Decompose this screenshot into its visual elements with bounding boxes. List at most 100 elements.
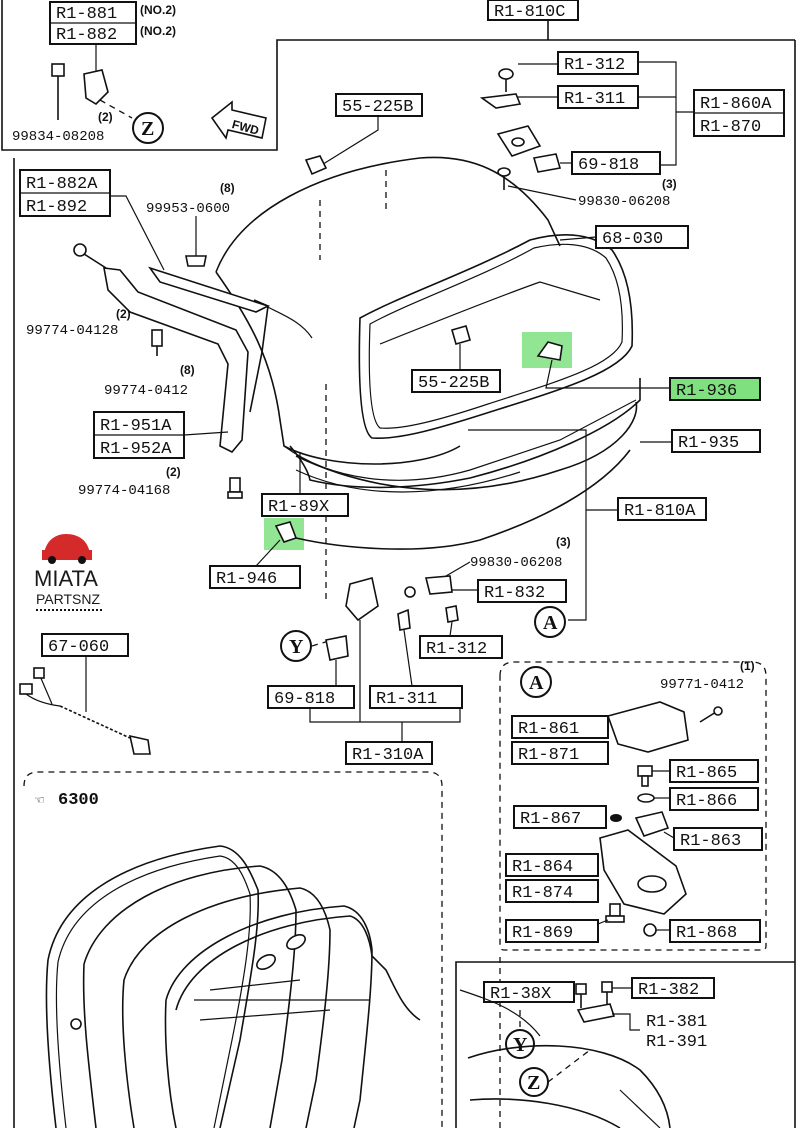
plug-55-225b-top <box>304 155 328 176</box>
callout-a-mid[interactable]: A <box>534 606 566 638</box>
label-r1-952a: R1-952A <box>100 440 172 459</box>
qty-3-mid: (3) <box>556 535 571 549</box>
bolt-icon-99830-top <box>497 167 511 190</box>
svg-text:Z: Z <box>527 1072 540 1094</box>
car-logo-icon <box>44 534 90 554</box>
part-99830-06208-top: 99830-06208 <box>578 194 670 210</box>
label-r1-382[interactable]: R1-382 <box>631 977 715 1000</box>
svg-text:R1-310A: R1-310A <box>352 746 424 765</box>
svg-text:FWD: FWD <box>230 117 260 138</box>
callout-z-top[interactable]: Z <box>132 112 164 144</box>
label-67-060[interactable]: 67-060 <box>41 633 129 657</box>
svg-text:Z: Z <box>141 118 154 140</box>
label-r1-874: R1-874 <box>512 884 573 903</box>
callout-y-bottom[interactable]: Y <box>505 1029 535 1059</box>
qty-8-b: (8) <box>180 363 195 377</box>
svg-text:R1-832: R1-832 <box>484 584 545 603</box>
ref-6300: ☜ 6300 <box>34 791 99 810</box>
brand-sub: PARTSNZ <box>36 591 100 607</box>
label-r1-312-mid[interactable]: R1-312 <box>419 635 503 659</box>
label-r1-312-top[interactable]: R1-312 <box>557 51 639 75</box>
callout-z-bottom[interactable]: Z <box>519 1067 549 1097</box>
svg-text:R1-868: R1-868 <box>676 924 737 943</box>
label-r1-864-874[interactable]: R1-864 R1-874 <box>505 853 599 903</box>
svg-text:R1-311: R1-311 <box>376 690 437 709</box>
cable-67-060 <box>19 667 151 755</box>
svg-text:A: A <box>529 672 544 694</box>
label-r1-946[interactable]: R1-946 <box>209 565 301 589</box>
label-r1-935[interactable]: R1-935 <box>671 429 761 453</box>
label-r1-864: R1-864 <box>512 858 573 877</box>
label-r1-869[interactable]: R1-869 <box>505 919 599 943</box>
striker-assembly <box>345 577 379 622</box>
svg-text:R1-810A: R1-810A <box>624 502 696 521</box>
svg-text:68-030: 68-030 <box>602 230 663 249</box>
label-r1-832[interactable]: R1-832 <box>477 579 567 603</box>
label-r1-867[interactable]: R1-867 <box>513 805 607 829</box>
label-r1-882a: R1-882A <box>26 175 98 194</box>
svg-text:R1-869: R1-869 <box>512 924 573 943</box>
label-69-818-top[interactable]: 69-818 <box>571 151 661 175</box>
part-99953-0600: 99953-0600 <box>146 201 230 217</box>
grommet-r1-867 <box>610 814 622 822</box>
screw-icon-99774-04128 <box>73 243 107 269</box>
part-99771-0412: 99771-0412 <box>660 677 744 693</box>
svg-text:R1-312: R1-312 <box>564 56 625 75</box>
label-r1-871: R1-871 <box>518 746 579 765</box>
label-r1-311-top[interactable]: R1-311 <box>557 85 639 109</box>
label-r1-865[interactable]: R1-865 <box>669 759 759 783</box>
qty-3-top: (3) <box>662 177 677 191</box>
label-r1-951a-952a[interactable]: R1-951A R1-952A <box>93 411 185 459</box>
label-r1-881: R1-881 <box>56 5 117 24</box>
svg-text:55-225B: 55-225B <box>342 98 413 117</box>
callout-a-detail[interactable]: A <box>520 666 552 698</box>
bracket-r1-832 <box>424 575 453 595</box>
label-r1-881-group[interactable]: R1-881 R1-882 <box>49 1 137 45</box>
svg-text:R1-382: R1-382 <box>638 981 699 1000</box>
bolt-r1-865 <box>637 765 653 787</box>
label-55-225b-mid[interactable]: 55-225B <box>411 369 501 393</box>
label-r1-951a: R1-951A <box>100 417 172 436</box>
label-r1-882: R1-882 <box>56 26 117 45</box>
label-r1-311-mid[interactable]: R1-311 <box>369 685 463 709</box>
part-99774-04128: 99774-04128 <box>26 323 118 339</box>
label-r1-882a-892[interactable]: R1-882A R1-892 <box>19 169 111 217</box>
bracket-r1-381 <box>576 1003 616 1023</box>
plate-r1-863 <box>634 811 670 837</box>
qty-1: (1) <box>740 659 755 673</box>
label-68-030[interactable]: 68-030 <box>595 225 689 249</box>
clip-r1-936[interactable] <box>536 341 563 361</box>
weatherstrip-r1-935 <box>295 401 638 491</box>
washer-r1-866 <box>637 793 655 803</box>
bolt-r1-38x <box>575 983 587 1008</box>
label-r1-810a[interactable]: R1-810A <box>617 497 707 521</box>
qty-8-a: (8) <box>220 181 235 195</box>
label-r1-936[interactable]: R1-936 <box>669 377 761 401</box>
label-r1-866[interactable]: R1-866 <box>669 787 759 811</box>
inset-frame-top-left <box>1 0 795 151</box>
latch-body-r1-864 <box>599 829 687 915</box>
label-r1-860a-870[interactable]: R1-860A R1-870 <box>693 89 785 137</box>
label-69-818-mid[interactable]: 69-818 <box>267 685 355 709</box>
label-r1-810c[interactable]: R1-810C <box>487 0 579 22</box>
label-r1-38x[interactable]: R1-38X <box>483 981 575 1004</box>
handle-r1-861 <box>606 701 689 753</box>
callout-y-mid[interactable]: Y <box>280 630 312 662</box>
svg-text:R1-312: R1-312 <box>426 640 487 659</box>
svg-text:R1-311: R1-311 <box>564 90 625 109</box>
label-r1-89x[interactable]: R1-89X <box>261 493 349 517</box>
label-r1-381-391[interactable]: R1-381 R1-391 <box>646 1013 707 1052</box>
label-r1-868[interactable]: R1-868 <box>669 919 761 943</box>
part-99830-06208-mid: 99830-06208 <box>470 555 562 571</box>
label-r1-861-871[interactable]: R1-861 R1-871 <box>511 715 609 765</box>
label-r1-863[interactable]: R1-863 <box>673 827 763 851</box>
label-55-225b-top[interactable]: 55-225B <box>335 93 423 117</box>
qty-2-c: (2) <box>166 465 181 479</box>
svg-text:69-818: 69-818 <box>578 156 639 175</box>
label-r1-892: R1-892 <box>26 198 87 217</box>
label-r1-860a: R1-860A <box>700 95 772 114</box>
label-r1-310a[interactable]: R1-310A <box>345 741 433 765</box>
part-99834-08208: 99834-08208 <box>12 129 104 145</box>
svg-text:R1-865: R1-865 <box>676 764 737 783</box>
svg-text:6300: 6300 <box>58 791 99 810</box>
